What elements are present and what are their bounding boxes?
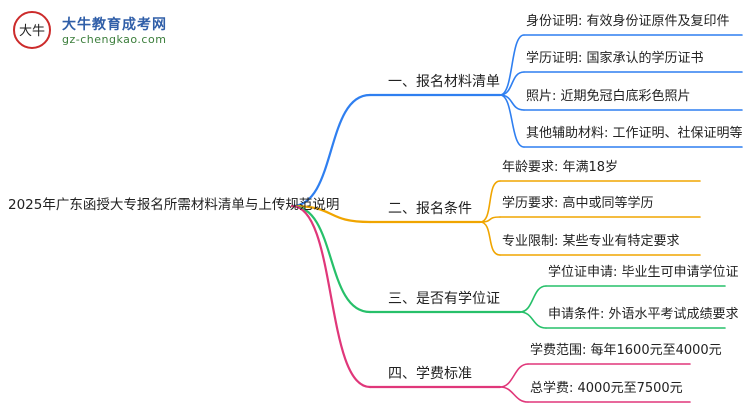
leaf-connector — [499, 71, 525, 96]
site-logo[interactable]: 大牛 大牛教育成考网 gz-chengkao.com — [6, 8, 216, 52]
branch-connector — [290, 204, 372, 314]
branch-connector — [290, 204, 372, 389]
leaf-item: 学历证明: 国家承认的学历证书 — [526, 51, 704, 66]
logo-mark-icon: 大牛 — [13, 11, 51, 49]
leaf-item: 总学费: 4000元至7500元 — [530, 381, 683, 396]
site-url: gz-chengkao.com — [62, 33, 167, 46]
leaf-item: 专业限制: 某些专业有特定要求 — [502, 234, 680, 249]
leaf-connector — [479, 221, 501, 256]
leaf-connector — [499, 94, 525, 148]
leaf-connector — [519, 311, 547, 329]
leaf-item: 年龄要求: 年满18岁 — [502, 160, 619, 175]
branch-label: 四、学费标准 — [388, 366, 472, 382]
leaf-connector — [499, 363, 529, 388]
branch-label: 三、是否有学位证 — [388, 291, 500, 307]
root-label: 2025年广东函授大专报名所需材料清单与上传规范说明 — [8, 197, 340, 213]
leaf-item: 学费范围: 每年1600元至4000元 — [530, 343, 722, 358]
leaf-item: 申请条件: 外语水平考试成绩要求 — [548, 307, 739, 322]
branch-label: 二、报名条件 — [388, 201, 472, 217]
leaf-item: 身份证明: 有效身份证原件及复印件 — [526, 14, 730, 29]
leaf-item: 学历要求: 高中或同等学历 — [502, 196, 654, 211]
leaf-connector — [519, 285, 547, 313]
leaf-item: 照片: 近期免冠白底彩色照片 — [526, 89, 691, 104]
branch-connector — [290, 93, 372, 208]
svg-text:大牛: 大牛 — [19, 24, 45, 39]
leaf-item: 学位证申请: 毕业生可申请学位证 — [548, 265, 739, 280]
leaf-connector — [479, 216, 501, 223]
branch-label: 一、报名材料清单 — [388, 74, 500, 90]
leaf-connector — [479, 180, 501, 223]
mindmap-root: 2025年广东函授大专报名所需材料清单与上传规范说明 — [8, 196, 339, 214]
leaf-connector — [499, 34, 525, 96]
branch-connector — [290, 204, 372, 224]
leaf-item: 其他辅助材料: 工作证明、社保证明等 — [526, 126, 743, 141]
site-name: 大牛教育成考网 — [62, 17, 167, 33]
leaf-connector — [499, 386, 529, 403]
